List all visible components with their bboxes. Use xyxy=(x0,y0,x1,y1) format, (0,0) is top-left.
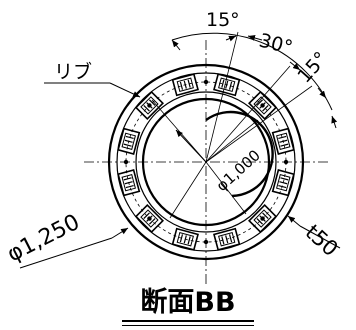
rib-leader xyxy=(44,82,141,98)
radial-lines xyxy=(151,31,313,219)
rib-block xyxy=(117,169,141,197)
angle-label-15-top: 15° xyxy=(206,9,240,31)
thickness-label: t50 xyxy=(301,220,343,261)
angle-arrows xyxy=(171,35,338,129)
title-underline-thin xyxy=(122,324,254,326)
rib-block xyxy=(248,90,278,120)
ring-dot xyxy=(147,216,152,221)
rib-block xyxy=(171,227,199,251)
ring-dot xyxy=(260,216,265,221)
ring-dot xyxy=(260,103,265,108)
ring-dot xyxy=(147,103,152,108)
outer-diameter-label: φ1,250 xyxy=(3,210,83,267)
angle-dimension-arc xyxy=(171,32,333,111)
angle-label-30: 30° xyxy=(257,30,295,59)
rib-block xyxy=(271,169,295,197)
inner-arc xyxy=(205,110,274,198)
rib-block xyxy=(213,227,241,251)
rib-block xyxy=(117,127,141,155)
title-underline-thick xyxy=(122,320,254,322)
section-title-text: 断面BB xyxy=(140,287,236,318)
rib-block xyxy=(213,73,241,97)
thickness-leader xyxy=(287,215,341,249)
rib-block xyxy=(271,127,295,155)
rib-blocks xyxy=(117,73,295,251)
rib-block xyxy=(171,73,199,97)
rib-label: リブ xyxy=(54,60,92,83)
rib-block xyxy=(134,90,164,120)
angle-label-15-right: 15° xyxy=(293,48,332,88)
section-title: 断面BB xyxy=(118,286,258,326)
outer-diameter-leader xyxy=(19,227,129,269)
inner-diameter-leader xyxy=(175,129,207,163)
